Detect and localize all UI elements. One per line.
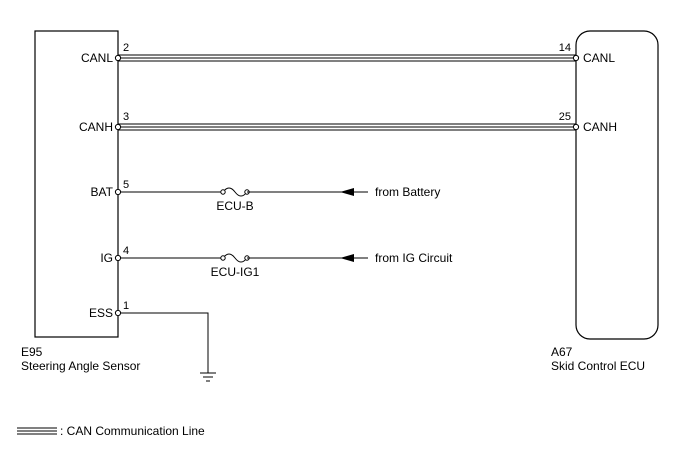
canl-left-pin: 2 [123,42,129,54]
ig-wire [114,253,368,263]
ess-wire [114,309,216,382]
bat-pin: 5 [123,179,129,191]
left-component-name: Steering Angle Sensor [21,359,140,373]
can-line-legend-symbol [17,427,57,435]
ig-source-label: from IG Circuit [375,251,453,265]
arrow-left-icon [340,254,354,262]
bat-source-label: from Battery [375,185,440,199]
ess-label: ESS [89,306,113,320]
arrow-left-icon [340,188,354,196]
canh-right-label: CANH [583,120,617,134]
canh-left-pin: 3 [123,111,129,123]
canl-left-label: CANL [81,51,113,65]
ess-pin: 1 [123,300,129,312]
ig-fuse-label: ECU-IG1 [211,265,260,279]
bat-wire [114,187,368,197]
canh-wire [114,123,580,131]
skid-control-ecu-box [575,30,659,340]
canh-right-pin: 25 [559,111,571,123]
left-component-code: E95 [21,345,43,359]
right-component-code: A67 [551,345,573,359]
bat-fuse-label: ECU-B [216,199,253,213]
fuse-icon [222,253,248,263]
ig-label: IG [100,251,113,265]
right-component-name: Skid Control ECU [551,359,645,373]
ig-pin: 4 [123,245,129,257]
canh-left-label: CANH [79,120,113,134]
canl-right-pin: 14 [559,42,571,54]
ground-icon [200,372,216,382]
fuse-icon [222,187,248,197]
legend-text: : CAN Communication Line [60,424,205,438]
canl-right-label: CANL [583,51,615,65]
steering-angle-sensor-box [34,30,119,338]
canl-wire [114,54,580,62]
bat-label: BAT [91,185,114,199]
